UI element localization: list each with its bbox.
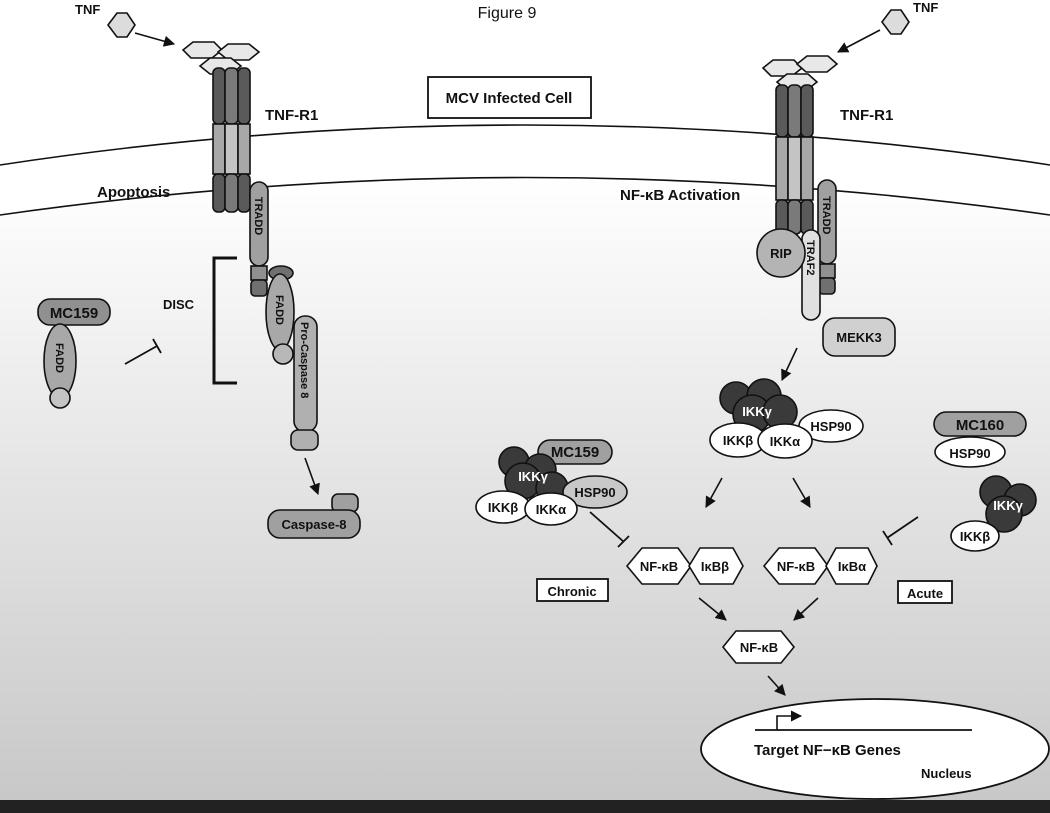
- mekk3-label: MEKK3: [836, 330, 882, 345]
- hsp90-center: [562, 475, 628, 509]
- tradd-left-label: TRADD: [252, 197, 264, 236]
- ikba-to-nfkb-arrow: [793, 597, 819, 621]
- bottom-bar: [0, 800, 1050, 813]
- rip: [756, 228, 806, 278]
- mc160-inhibition-line: [882, 516, 919, 546]
- ikk-beta-right: [950, 520, 1000, 552]
- ikk-beta-right-label: IKKβ: [960, 529, 990, 544]
- caspase-8-label: Caspase-8: [281, 517, 346, 532]
- nfkb-free: [721, 630, 796, 664]
- ikk-alpha-center-label: IKKα: [536, 502, 566, 517]
- mcv-cell-box-label: MCV Infected Cell: [446, 90, 573, 107]
- nfkb-to-nucleus-arrow: [767, 675, 786, 696]
- tnf-arrow-left: [134, 32, 176, 47]
- fadd-left-label: FADD: [273, 295, 285, 325]
- acute-label: Acute: [907, 586, 943, 601]
- target-genes-label: Target NF−κB Genes: [754, 742, 901, 759]
- nfkb-ikbb-nfkb-label: NF-κB: [640, 559, 678, 574]
- hsp90-center-label: HSP90: [574, 485, 615, 500]
- transcription-start-arrow: [776, 710, 803, 730]
- mekk3: [822, 317, 896, 357]
- ikbb: [688, 547, 744, 585]
- ikk-beta-center-label: IKKβ: [488, 500, 518, 515]
- tnf-r1-label-left: TNF-R1: [265, 107, 318, 124]
- tnf-r1-left-receptor: [212, 67, 251, 213]
- ikk-gamma-top-label: IKKγ: [742, 404, 772, 419]
- rip-label: RIP: [770, 246, 792, 261]
- tnf-r1-right-receptor: [775, 84, 814, 235]
- chronic-label: Chronic: [547, 584, 596, 599]
- mc159-left: [37, 298, 111, 326]
- tradd-right-label: TRADD: [820, 196, 832, 235]
- ikk-complex-top: IKKγ HSP90 IKKβ IKKα: [709, 378, 864, 459]
- mcv-cell-box: [427, 76, 592, 119]
- apoptosis-label: Apoptosis: [97, 184, 170, 201]
- mc159-center: [537, 439, 613, 465]
- ikk-complex-right: IKKγ IKKβ: [950, 475, 1037, 552]
- mc159-center-inhibition-line: [589, 511, 630, 548]
- tradd-left-dd1: [250, 265, 268, 281]
- ikk-alpha-top-label: IKKα: [770, 434, 800, 449]
- ikk-beta-top-label: IKKβ: [723, 433, 753, 448]
- acute-box: [897, 580, 953, 604]
- mc159-center-label: MC159: [551, 444, 599, 461]
- disc-bracket: [212, 256, 237, 385]
- tnf-r1-label-right: TNF-R1: [840, 107, 893, 124]
- ikba-label: IκBα: [838, 559, 866, 574]
- tnf-label-right: TNF: [913, 0, 938, 15]
- ikbb-to-nfkb-arrow: [698, 597, 727, 621]
- caspase-8: [267, 509, 361, 539]
- fadd-mc159-death-effector: [49, 387, 71, 409]
- ikk-gamma-right-label: IKKγ: [993, 498, 1023, 513]
- cell-membrane-outer: [0, 124, 1050, 166]
- traf2: [801, 229, 821, 321]
- mekk3-to-ikk-arrow: [781, 347, 798, 382]
- mc160-label: MC160: [956, 417, 1004, 434]
- ikba: [825, 547, 878, 585]
- tnf-arrow-right: [837, 29, 881, 53]
- tnf-label-left: TNF: [75, 2, 100, 17]
- mc159-ikk-complex: MC159 IKKγ HSP90 IKKβ IKKα: [475, 439, 628, 526]
- mc159-left-label: MC159: [50, 305, 98, 322]
- fadd-mc159-label: FADD: [53, 343, 65, 373]
- tnf-hexagon-right: [881, 9, 910, 35]
- ikk-alpha-center: [524, 492, 578, 526]
- hsp90-top-label: HSP90: [810, 419, 851, 434]
- ikbb-label: IκBβ: [701, 559, 729, 574]
- tnf-trimer-left: [181, 41, 261, 75]
- hsp90-right: [934, 436, 1006, 468]
- procaspase-to-caspase-arrow: [304, 457, 320, 496]
- mc159-inhibition-line: [124, 338, 162, 365]
- cell-membrane-inner: [0, 176, 1050, 216]
- mc160: [933, 411, 1027, 437]
- nfkb-activation-label: NF-κB Activation: [620, 187, 740, 204]
- nfkb-free-label: NF-κB: [740, 640, 778, 655]
- ikk-gamma-center-label: IKKγ: [518, 469, 548, 484]
- fadd-left-death-effector: [272, 343, 294, 365]
- traf2-label: TRAF2: [804, 240, 816, 275]
- pro-caspase-8-label: Pro-Caspase 8: [298, 322, 310, 398]
- figure-title: Figure 9: [478, 5, 537, 22]
- nucleus: [700, 698, 1050, 800]
- tnf-trimer-right: [761, 55, 839, 91]
- tradd-right-dd2: [818, 277, 836, 295]
- chronic-box: [536, 578, 609, 602]
- nucleus-label: Nucleus: [921, 766, 972, 781]
- ikk-alpha-top: [757, 423, 813, 459]
- tradd-right-dd1: [818, 263, 836, 279]
- nfkb-ikba-nfkb-label: NF-κB: [777, 559, 815, 574]
- tnf-hexagon-left: [107, 12, 136, 38]
- disc-label: DISC: [163, 297, 195, 312]
- tradd-left-dd2: [250, 279, 268, 297]
- hsp90-right-label: HSP90: [949, 446, 990, 461]
- pro-caspase-8-tail: [290, 429, 319, 451]
- ikk-to-ikbb-arrow: [705, 477, 723, 508]
- ikk-to-ikba-arrow: [792, 477, 811, 508]
